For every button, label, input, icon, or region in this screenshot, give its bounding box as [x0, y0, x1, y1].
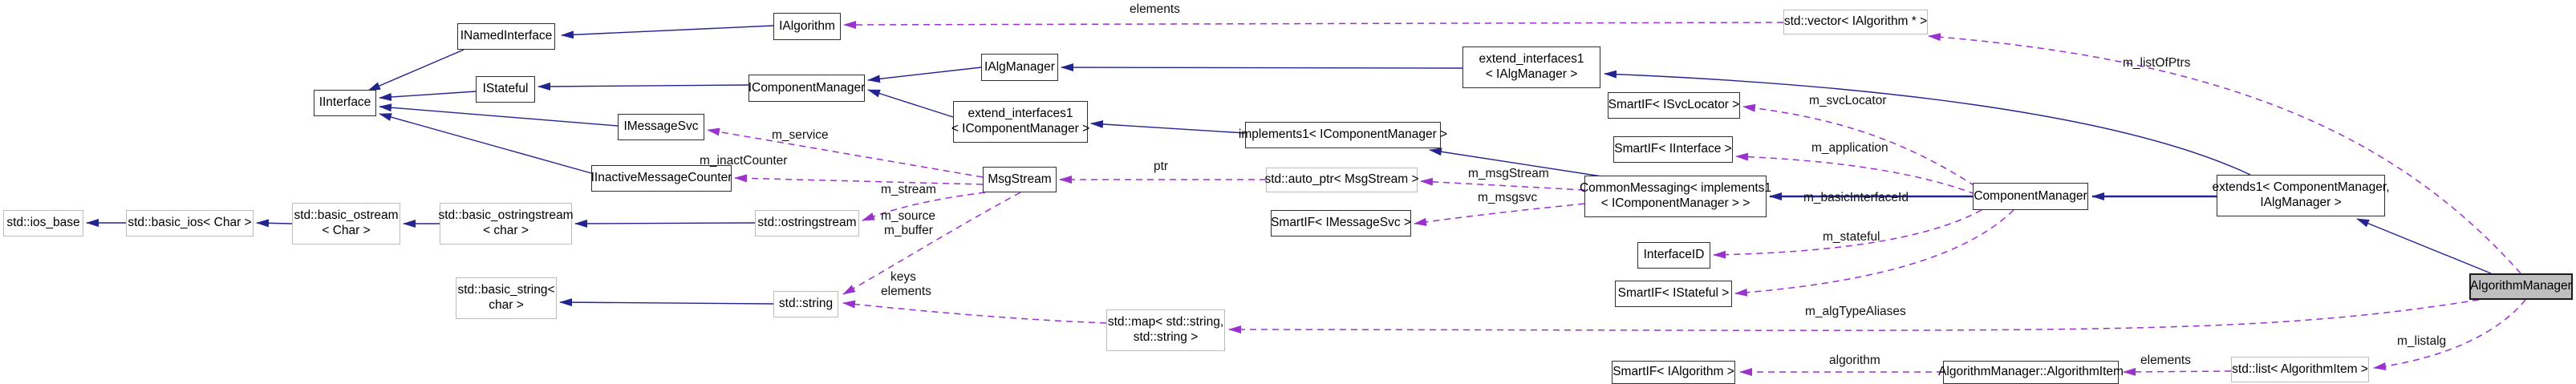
node-iinterface[interactable]: IInterface	[314, 90, 376, 116]
node-algorithmmanager[interactable]: AlgorithmManager	[2469, 273, 2573, 300]
edge-label-m-svclocator: m_svcLocator	[1809, 94, 1887, 107]
node-smartif-isvclocator[interactable]: SmartIF< ISvcLocator >	[1608, 92, 1740, 119]
node-std-basic-string: std::basic_string<char >	[456, 277, 557, 319]
node-ialgorithm[interactable]: IAlgorithm	[773, 13, 841, 40]
edge-label-m-stream: m_stream	[881, 183, 936, 196]
node-icomponentmanager[interactable]: IComponentManager	[748, 75, 865, 102]
edge-label-m-msgstream: m_msgStream	[1468, 167, 1549, 180]
node-std-map-string-string: std::map< std::string,std::string >	[1106, 309, 1225, 351]
node-interfaceid[interactable]: InterfaceID	[1637, 242, 1710, 269]
node-std-basic-ios: std::basic_ios< Char >	[126, 210, 254, 236]
edge-label-m-msgsvc: m_msgsvc	[1478, 191, 1538, 204]
node-istateful[interactable]: IStateful	[476, 76, 535, 103]
edge-label-m-listofptrs: m_listOfPtrs	[2123, 56, 2191, 70]
edge-label-m-basicinterfaceid: m_basicInterfaceId	[1803, 191, 1909, 204]
node-smartif-istateful[interactable]: SmartIF< IStateful >	[1615, 281, 1732, 307]
node-std-basic-ostringstream: std::basic_ostringstream< char >	[439, 203, 574, 245]
edge-label-ptr: ptr	[1154, 160, 1169, 173]
node-ialgmanager[interactable]: IAlgManager	[981, 54, 1058, 81]
edge-label-m-application: m_application	[1811, 141, 1888, 155]
edge-label-m-source: m_source	[881, 209, 936, 223]
node-smartif-iinterface[interactable]: SmartIF< IInterface >	[1613, 136, 1733, 163]
node-msgstream[interactable]: MsgStream	[983, 167, 1057, 192]
edge-label-m-inactcounter: m_inactCounter	[700, 154, 788, 168]
edge-label-m-stateful: m_stateful	[1823, 230, 1880, 244]
node-std-string: std::string	[773, 291, 838, 317]
edge-label-elements-bottom: elements	[2140, 354, 2191, 367]
node-std-basic-ostream: std::basic_ostream< Char >	[292, 203, 400, 245]
node-smartif-ialgorithm[interactable]: SmartIF< IAlgorithm >	[1612, 361, 1735, 384]
node-inamedinterface[interactable]: INamedInterface	[457, 23, 555, 50]
node-extend-interfaces1-icomponentmanager[interactable]: extend_interfaces1< IComponentManager >	[951, 101, 1089, 143]
node-algorithmmanager-algorithmitem[interactable]: AlgorithmManager::AlgorithmItem	[1938, 361, 2124, 384]
edge-label-m-service: m_service	[772, 128, 829, 142]
edge-label-elements-top: elements	[1130, 2, 1180, 16]
edge-label-m-listalg: m_listalg	[2397, 334, 2447, 348]
node-std-ios-base: std::ios_base	[3, 210, 83, 236]
node-componentmanager[interactable]: ComponentManager	[1973, 183, 2088, 210]
edge-label-m-algtypealiases: m_algTypeAliases	[1805, 305, 1906, 318]
node-std-auto-ptr-msgstream: std::auto_ptr< MsgStream >	[1264, 168, 1419, 192]
node-iinactivemessagecounter[interactable]: IInactiveMessageCounter	[591, 165, 732, 192]
node-implements1-icomponentmanager[interactable]: implements1< IComponentManager >	[1239, 122, 1447, 148]
node-extends1[interactable]: extends1< ComponentManager,IAlgManager >	[2212, 175, 2390, 216]
node-imessagesvc[interactable]: IMessageSvc	[618, 114, 704, 140]
edge-label-keys: keys	[890, 270, 916, 284]
node-std-vector-ialgorithm: std::vector< IAlgorithm * >	[1783, 10, 1928, 34]
edge-label-m-buffer: m_buffer	[884, 224, 933, 237]
edge-label-elements-mid: elements	[881, 285, 931, 298]
node-std-list-algorithmitem: std::list< AlgorithmItem >	[2231, 357, 2369, 382]
node-extend-interfaces1-ialgmanager[interactable]: extend_interfaces1< IAlgManager >	[1462, 46, 1600, 88]
node-std-ostringstream: std::ostringstream	[755, 210, 859, 236]
node-commonmessaging[interactable]: CommonMessaging< implements1< IComponent…	[1580, 176, 1771, 217]
edge-label-algorithm: algorithm	[1829, 354, 1880, 367]
node-smartif-imessagesvc[interactable]: SmartIF< IMessageSvc >	[1271, 210, 1411, 236]
